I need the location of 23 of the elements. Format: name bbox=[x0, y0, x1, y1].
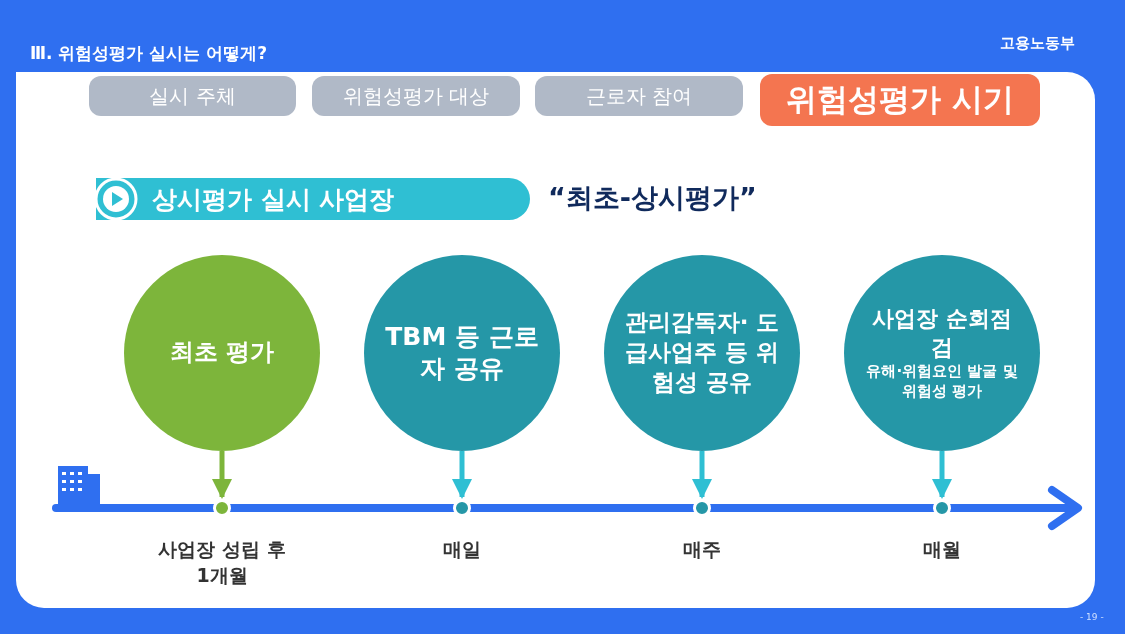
section-banner bbox=[96, 178, 530, 220]
page-number: - 19 - bbox=[1080, 612, 1104, 622]
time-label: 사업장 성립 후 1개월 bbox=[157, 537, 287, 588]
banner-text: 상시평가 실시 사업장 bbox=[152, 183, 395, 216]
arrow bbox=[452, 451, 472, 499]
header-text: 고용노동부 bbox=[1000, 34, 1075, 53]
tab: 근로자 참여 bbox=[535, 76, 743, 116]
circle-text: 사업장 순회점검 bbox=[871, 304, 1013, 362]
time-label: 매월 bbox=[922, 537, 962, 562]
time-label: 매주 bbox=[682, 537, 722, 562]
circle-subtext: 유해·위험요인 발굴 및위험성 평가 bbox=[865, 362, 1019, 402]
circle-text: 최초 평가 bbox=[169, 337, 275, 369]
arrow bbox=[212, 451, 232, 499]
circle-text: 관리감독자· 도급사업주 등 위험성 공유 bbox=[623, 308, 781, 397]
slide-title: Ⅲ. 위험성평가 실시는 어떻게? bbox=[30, 42, 268, 65]
quote-heading: “최초-상시평가” bbox=[548, 181, 757, 215]
arrow bbox=[932, 451, 952, 499]
tab: 실시 주체 bbox=[89, 76, 296, 116]
arrow bbox=[692, 451, 712, 499]
tab: 위험성평가 대상 bbox=[312, 76, 520, 116]
time-label: 매일 bbox=[442, 537, 482, 562]
active-tab: 위험성평가 시기 bbox=[760, 74, 1040, 126]
circle-text: TBM 등 근로자 공유 bbox=[384, 320, 540, 385]
